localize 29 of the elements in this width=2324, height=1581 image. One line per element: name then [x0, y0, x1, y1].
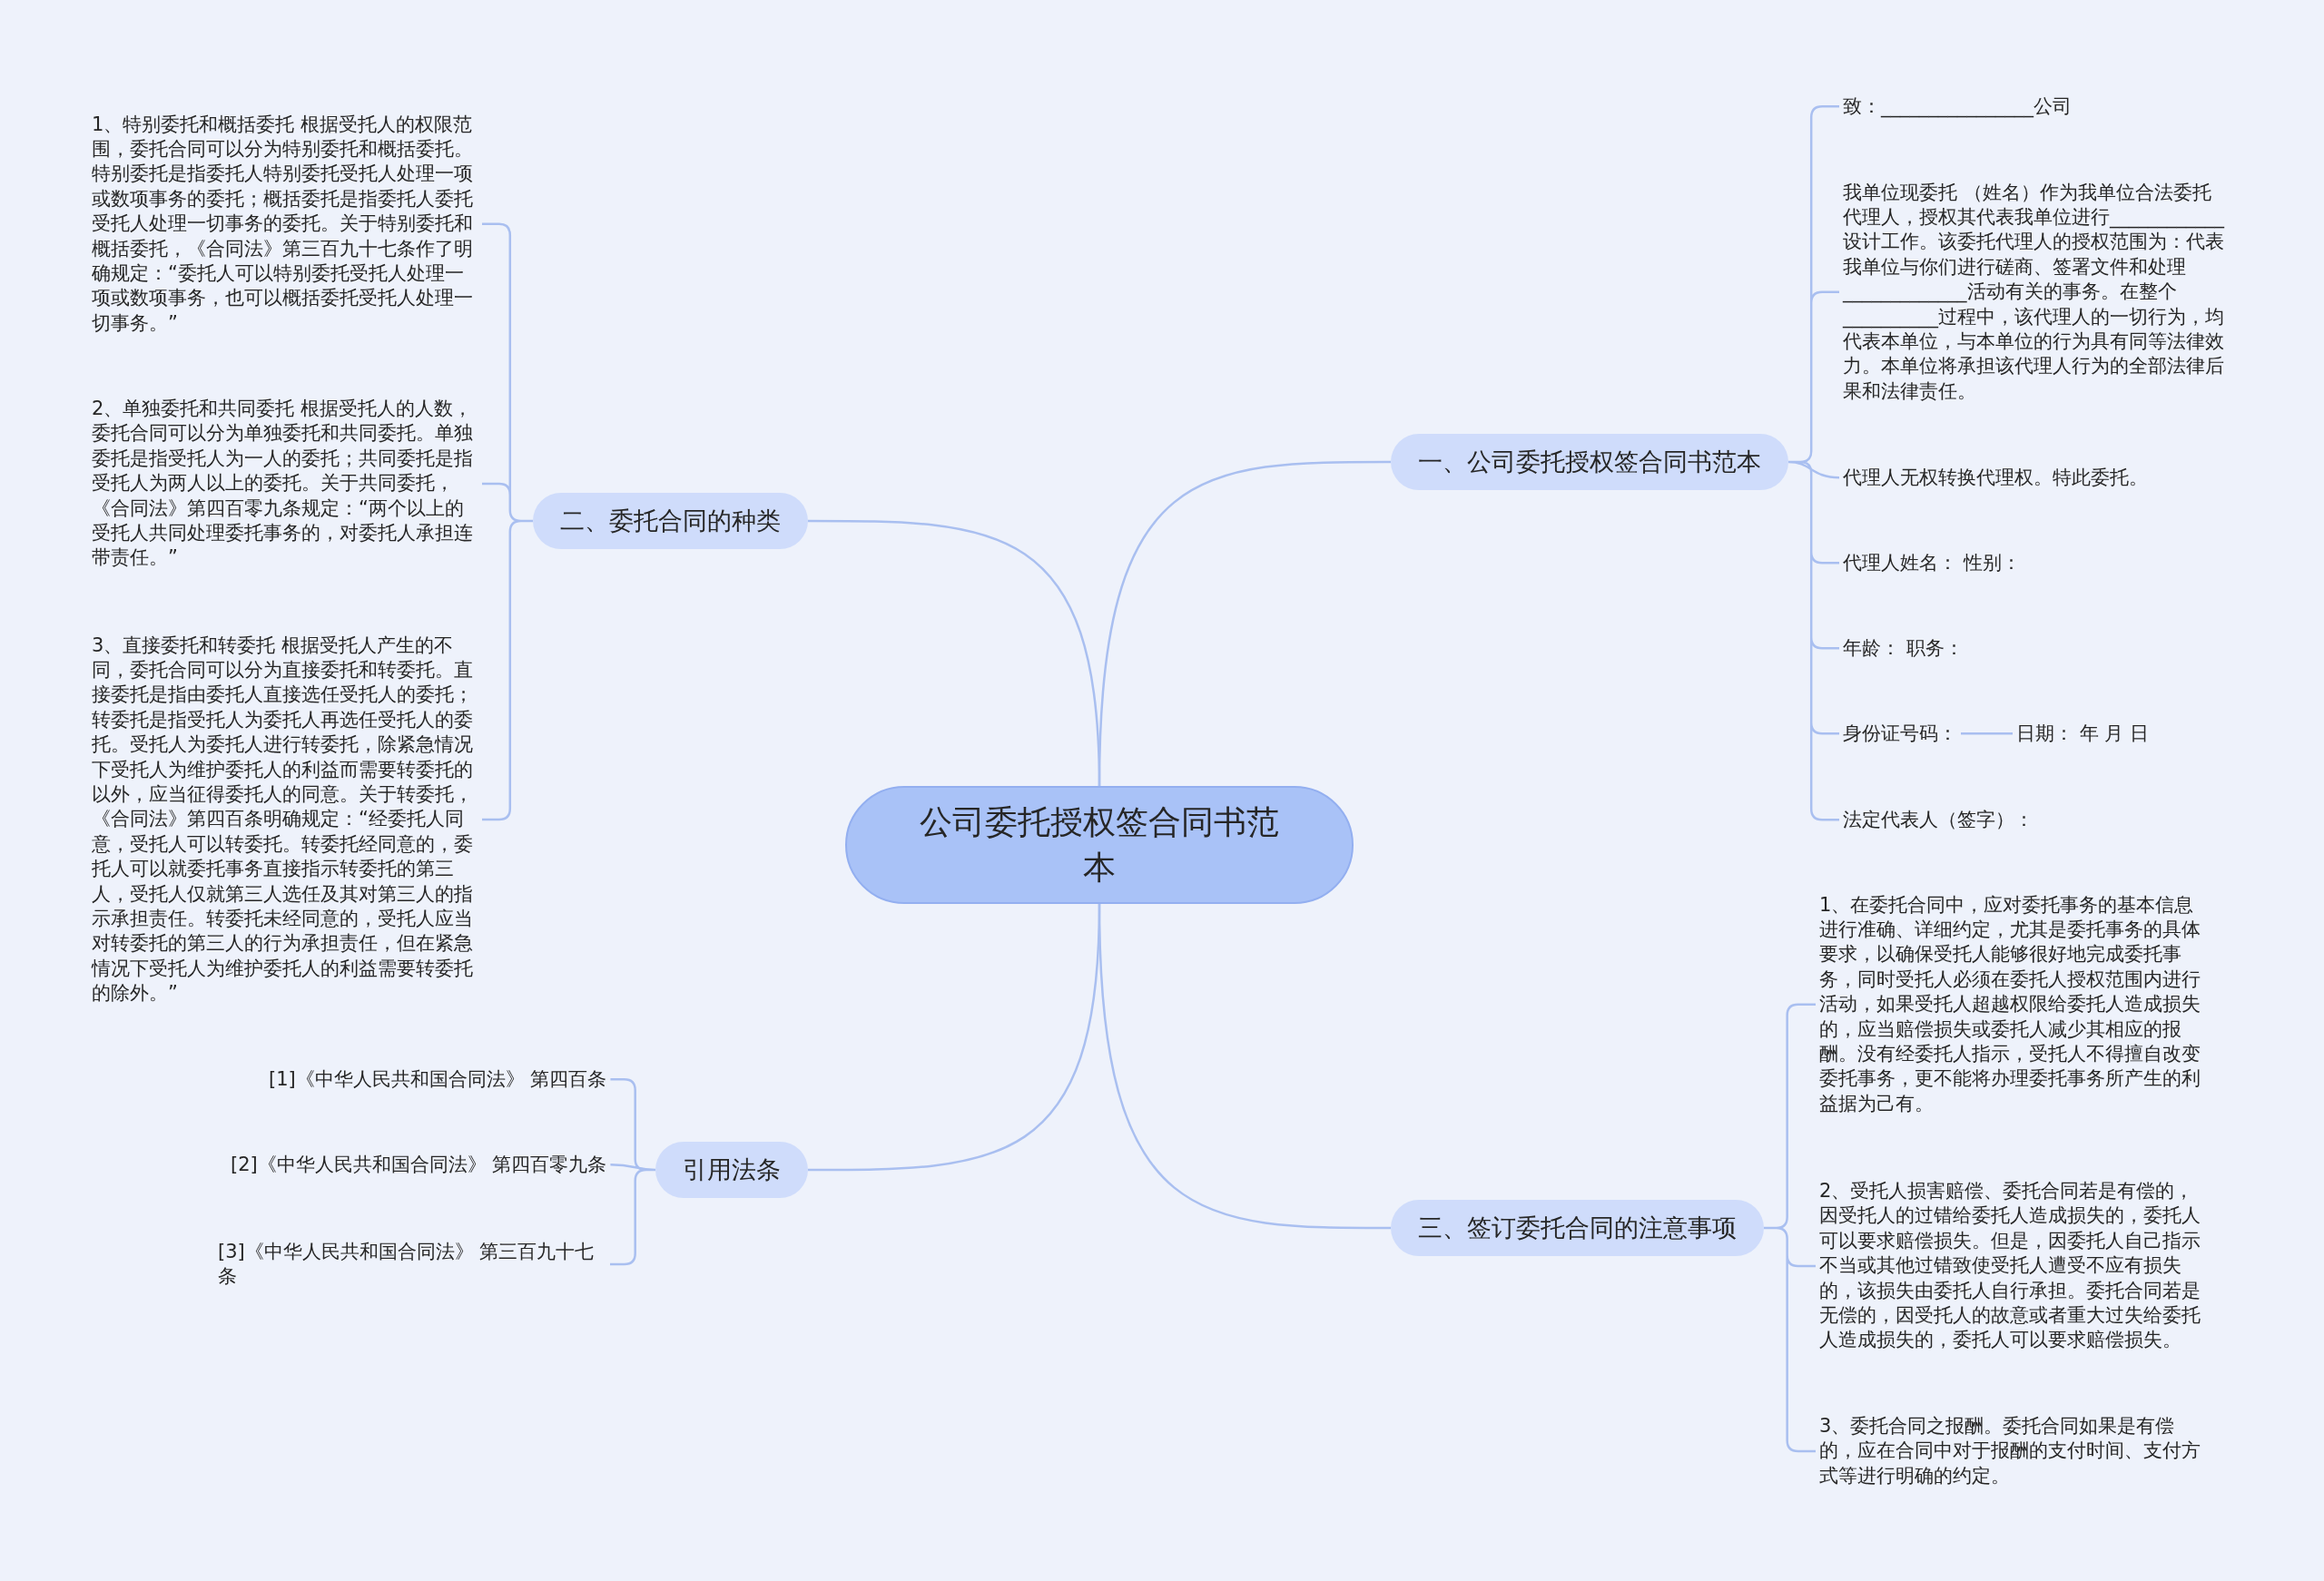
note-text: 代理人无权转换代理权。特此委托。: [1839, 465, 2152, 490]
connector-line: [1762, 1003, 1817, 1453]
note-text: 日期： 年 月 日: [2013, 721, 2153, 746]
note-text: 我单位现委托 （姓名）作为我单位合法委托代理人，授权其代表我单位进行____________设计工作。该委托代理人的授权范围为：代表我单位与你们进行磋商、签署文件和处理_____________活动有关的事务。在整个__________过程中，该代理人的一切行为，均代表本单位，与本单位的行为具有同等法律效力。本单位将承担该代理人行为的全部法律后果和法律责任。: [1839, 180, 2233, 405]
connector-line: [808, 519, 1101, 787]
note-text: 年龄： 职务：: [1839, 635, 1967, 661]
note-text: 代理人姓名： 性别：: [1839, 550, 2024, 575]
connector-line: [808, 903, 1101, 1172]
reference-text: [2]《中华人民共和国合同法》 第四百零九条: [227, 1152, 611, 1177]
reference-text: [3]《中华人民共和国合同法》 第三百九十七条: [214, 1239, 610, 1290]
connector-line: [1787, 104, 1841, 821]
note-text: 身份证号码：: [1839, 721, 1961, 746]
note-text: 3、委托合同之报酬。委托合同如果是有偿的，应在合同中对于报酬的支付时间、支付方式等进行明确的约定。: [1816, 1414, 2210, 1489]
note-text: 3、直接委托和转委托 根据受托人产生的不同，委托合同可以分为直接委托和转委托。直接委托是指由委托人直接选任受托人的委托；转委托是指受托人为委托人再选任受托人的委托。受托人为委托人进行转委托，除紧急情况下受托人为维护委托人的利益而需要转委托的以外，应当征得委托人的同意。关于转委托，《合同法》第四百条明确规定：“经委托人同意，受托人可以转委托。转委托经同意的，委托人可以就委托事务直接指示转委托的第三人，受托人仅就第三人选任及其对第三人的指示承担责任。转委托未经同意的，受托人应当对转委托的第三人的行为承担责任，但在紧急情况下受托人为维护委托人的利益需要转委托的除外。”: [88, 633, 482, 1007]
note-text: 1、在委托合同中，应对委托事务的基本信息进行准确、详细约定，尤其是委托事务的具体要求，以确保受托人能够很好地完成委托事务，同时受托人必须在委托人授权范围内进行活动，如果受托人超越权限给委托人造成损失的，应当赔偿损失或委托人减少其相应的报酬。没有经委托人指示，受托人不得擅自改变委托事务，更不能将办理委托事务所产生的利益据为己有。: [1816, 892, 2210, 1117]
note-text: 1、特别委托和概括委托 根据受托人的权限范围，委托合同可以分为特别委托和概括委托。特别委托是指委托人特别委托受托人处理一项或数项事务的委托；概括委托是指委托人委托受托人处理一切事务的委托。关于特别委托和概括委托，《合同法》第三百九十七条作了明确规定：“委托人可以特别委托受托人处理一项或数项事务，也可以概括委托受托人处理一切事务。”: [88, 112, 482, 337]
note-text: 法定代表人（签字）：: [1839, 807, 2037, 832]
note-text: 2、受托人损害赔偿、委托合同若是有偿的，因受托人的过错给委托人造成损失的，委托人可以要求赔偿损失。但是，因委托人自己指示不当或其他过错致使受托人遭受不应有损失的，该损失由委托人自行承担。委托合同若是无偿的，因受托人的故意或者重大过失给委托人造成损失的，委托人可以要求赔偿损失。: [1816, 1179, 2210, 1353]
branch-topic: 三、签订委托合同的注意事项: [1391, 1200, 1764, 1256]
connector-line: [1961, 732, 2013, 735]
branch-topic: 引用法条: [655, 1142, 808, 1198]
central-topic: 公司委托授权签合同书范本: [845, 786, 1354, 904]
note-text: 2、单独委托和共同委托 根据受托人的人数，委托合同可以分为单独委托和共同委托。单独委托是指受托人为一人的委托；共同委托是指受托人为两人以上的委托。关于共同委托，《合同法》第四百零九条规定：“两个以上的受托人共同处理委托事务的，对委托人承担连带责任。”: [88, 397, 482, 571]
branch-topic: 一、公司委托授权签合同书范本: [1391, 434, 1788, 490]
branch-topic: 二、委托合同的种类: [533, 493, 808, 549]
connector-line: [480, 222, 535, 821]
reference-text: [1]《中华人民共和国合同法》 第四百条: [265, 1066, 611, 1092]
note-text: 致：________________公司: [1839, 93, 2075, 119]
connector-line: [608, 1077, 657, 1266]
